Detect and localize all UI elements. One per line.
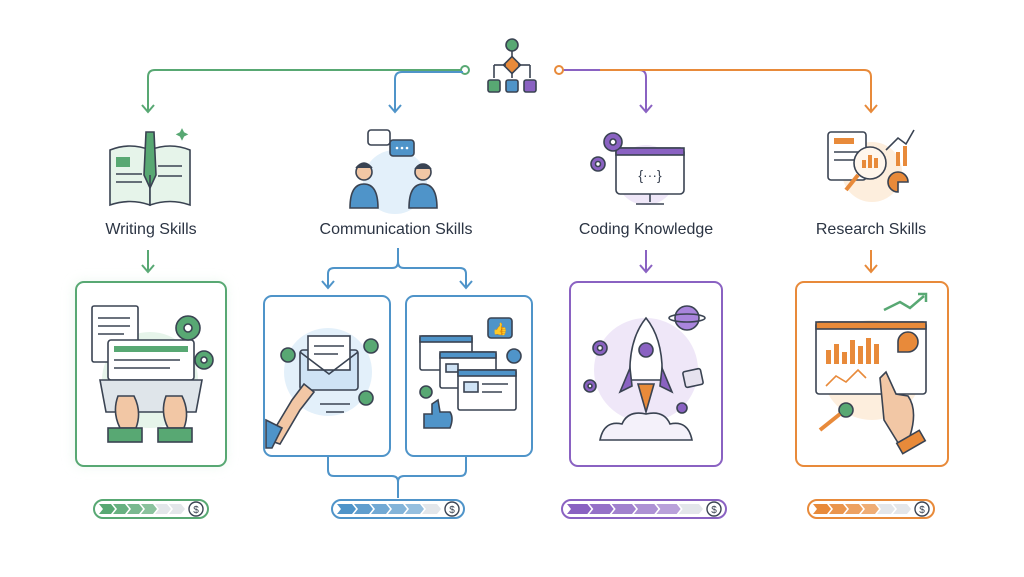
coin-icon <box>444 501 460 517</box>
label-coding-knowledge: Coding Knowledge <box>578 221 714 238</box>
progress-segment-filled <box>611 504 636 514</box>
progress-segment-filled <box>589 504 614 514</box>
progress-segment-filled <box>634 504 659 514</box>
card-writing <box>74 281 227 467</box>
progress-segment-filled <box>813 504 831 514</box>
progress-segment-filled <box>567 504 592 514</box>
svg-text:{···}: {···} <box>638 167 662 183</box>
progress-segment-filled <box>113 504 129 514</box>
hub-connectors <box>141 65 878 114</box>
card-communication-email <box>263 295 391 457</box>
coin-icon <box>188 501 204 517</box>
browser-windows-icon: 👍 <box>419 317 522 429</box>
progress-segment-filled <box>354 504 373 514</box>
coin-icon <box>706 501 722 517</box>
progress-segment-filled <box>845 504 863 514</box>
progress-segment-filled <box>829 504 847 514</box>
progress-bars: $ $ $ $ <box>93 499 935 519</box>
progress-segment-filled <box>388 504 407 514</box>
progress-bar-writing: $ <box>93 499 209 519</box>
laptop-typing-icon <box>91 305 214 443</box>
dashboard-chart-icon <box>815 292 928 455</box>
progress-segment-empty <box>893 504 911 514</box>
card-coding <box>569 281 723 467</box>
svg-text:👍: 👍 <box>493 322 508 336</box>
progress-bar-research: $ <box>807 499 935 519</box>
progress-segment-empty <box>169 504 185 514</box>
progress-segment-filled <box>99 504 115 514</box>
currency-symbol: $ <box>919 505 925 516</box>
label-research-skills: Research Skills <box>815 221 927 238</box>
progress-segment-filled <box>371 504 390 514</box>
label-communication-skills: Communication Skills <box>319 221 473 238</box>
progress-bar-communication: $ <box>331 499 465 519</box>
progress-segment-filled <box>337 504 356 514</box>
envelope-hand-icon <box>265 328 379 449</box>
card-research <box>795 281 949 467</box>
progress-segment-empty <box>422 504 441 514</box>
card-communication-social: 👍 <box>405 295 533 457</box>
label-writing-skills: Writing Skills <box>105 221 197 238</box>
book-pen-icon <box>109 128 191 207</box>
progress-segment-empty <box>877 504 895 514</box>
report-magnifier-icon <box>827 129 915 202</box>
progress-segment-filled <box>141 504 157 514</box>
progress-segment-filled <box>861 504 879 514</box>
progress-segment-empty <box>155 504 171 514</box>
progress-bar-coding: $ <box>561 499 727 519</box>
currency-symbol: $ <box>193 505 199 516</box>
label-connectors <box>141 248 878 498</box>
hierarchy-icon <box>487 38 537 93</box>
monitor-code-icon: {···} <box>590 132 685 205</box>
progress-segment-filled <box>405 504 424 514</box>
coin-icon <box>914 501 930 517</box>
people-chat-icon <box>349 129 438 214</box>
currency-symbol: $ <box>711 505 717 516</box>
currency-symbol: $ <box>449 505 455 516</box>
rocket-launch-icon <box>583 305 706 441</box>
progress-segment-filled <box>656 504 681 514</box>
progress-segment-filled <box>127 504 143 514</box>
progress-segment-empty <box>678 504 703 514</box>
